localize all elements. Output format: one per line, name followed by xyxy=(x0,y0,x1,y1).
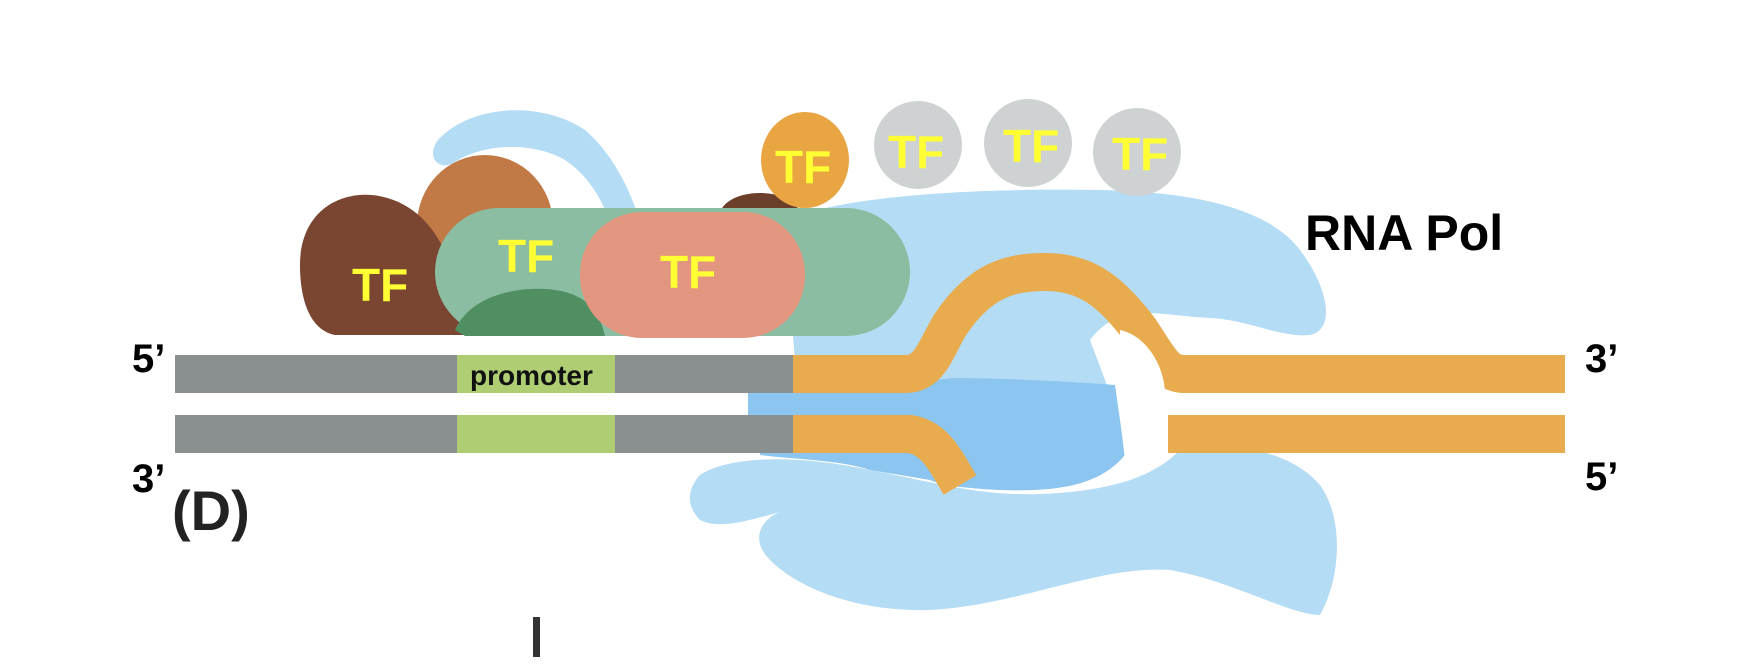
tf-gray-blob-3 xyxy=(1093,108,1181,196)
tf-label-gray-2: TF xyxy=(1003,120,1059,172)
tf-label-brown: TF xyxy=(352,259,408,311)
tf-label-gray-3: TF xyxy=(1112,128,1168,180)
promoter-label: promoter xyxy=(470,360,593,391)
label-bottom-left-3prime: 3’ xyxy=(132,457,165,501)
panel-label: (D) xyxy=(172,479,250,542)
polymerase-arm xyxy=(433,110,650,262)
label-top-left-5prime: 5’ xyxy=(132,337,165,381)
dna-duplex: promoter xyxy=(175,252,1565,495)
tf-brown-blob xyxy=(300,194,520,335)
tf-label-salmon: TF xyxy=(660,246,716,298)
dna-top-strand-bubble xyxy=(793,252,1565,393)
polymerase-lower-body xyxy=(689,446,1337,615)
polymerase-gap xyxy=(748,393,948,415)
label-bottom-right-5prime: 5’ xyxy=(1585,455,1618,499)
label-top-right-3prime: 3’ xyxy=(1585,337,1618,381)
tf-complex: TF TF TF TF TF TF TF xyxy=(300,99,1181,338)
tf-label-gray-1: TF xyxy=(888,126,944,178)
tf-label-green: TF xyxy=(498,230,554,282)
dna-bottom-strand-left xyxy=(793,415,977,495)
rna-pol-label: RNA Pol xyxy=(1305,205,1503,261)
tf-label-orange: TF xyxy=(775,141,831,193)
tf-orange-blob xyxy=(761,112,849,208)
tf-salmon-blob xyxy=(580,212,805,338)
cropped-arrow-stem xyxy=(533,617,540,657)
tf-gray-blob-2 xyxy=(984,99,1072,187)
promoter-region-bottom xyxy=(457,415,615,453)
dark-green-blob xyxy=(455,288,605,336)
transcription-bubble-opening xyxy=(1118,330,1165,460)
promoter-region-top xyxy=(457,355,615,393)
tf-gray-blob-1 xyxy=(874,101,962,189)
